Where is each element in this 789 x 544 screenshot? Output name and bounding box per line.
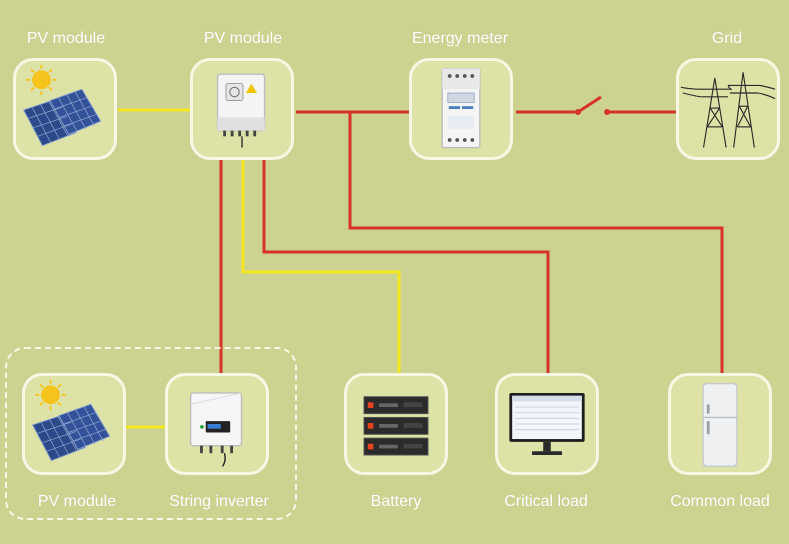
battery-stack-icon <box>363 396 429 456</box>
pv-module-bottom-node[interactable] <box>22 373 126 475</box>
ac-line-to-common-load <box>348 112 724 373</box>
common-load-node[interactable] <box>668 373 772 475</box>
energy-meter-node[interactable] <box>409 58 513 160</box>
solar-panel-icon <box>22 64 102 147</box>
common-load-label: Common load <box>670 493 770 510</box>
pv-module-top-label: PV module <box>26 30 106 47</box>
pv-module-bottom-label: PV module <box>37 493 117 510</box>
battery-node[interactable] <box>344 373 448 475</box>
transmission-tower-icon <box>680 72 776 148</box>
hybrid-inverter-label: PV module <box>203 30 283 47</box>
battery-label: Battery <box>370 493 422 510</box>
energy-meter-label: Energy meter <box>411 30 509 47</box>
hybrid-inverter-icon <box>216 73 266 148</box>
switch-contact-right <box>604 109 610 115</box>
refrigerator-icon <box>702 382 738 468</box>
energy-meter-icon <box>441 67 481 149</box>
switch-blade <box>577 95 602 114</box>
string-inverter-group-frame <box>5 347 297 520</box>
string-inverter-node[interactable] <box>165 373 269 475</box>
hybrid-inverter-node[interactable] <box>190 58 294 160</box>
critical-load-node[interactable] <box>495 373 599 475</box>
string-inverter-label: String inverter <box>169 493 269 510</box>
grid-label: Grid <box>711 30 743 47</box>
dc-line-inverter-to-battery <box>241 160 401 373</box>
solar-panel-icon <box>31 379 111 462</box>
critical-load-label: Critical load <box>504 493 588 510</box>
pv-module-top-node[interactable] <box>13 58 117 160</box>
grid-node[interactable] <box>676 58 780 160</box>
ac-line-to-critical-load <box>262 160 550 373</box>
string-inverter-icon <box>189 392 243 467</box>
monitor-icon <box>509 392 585 456</box>
